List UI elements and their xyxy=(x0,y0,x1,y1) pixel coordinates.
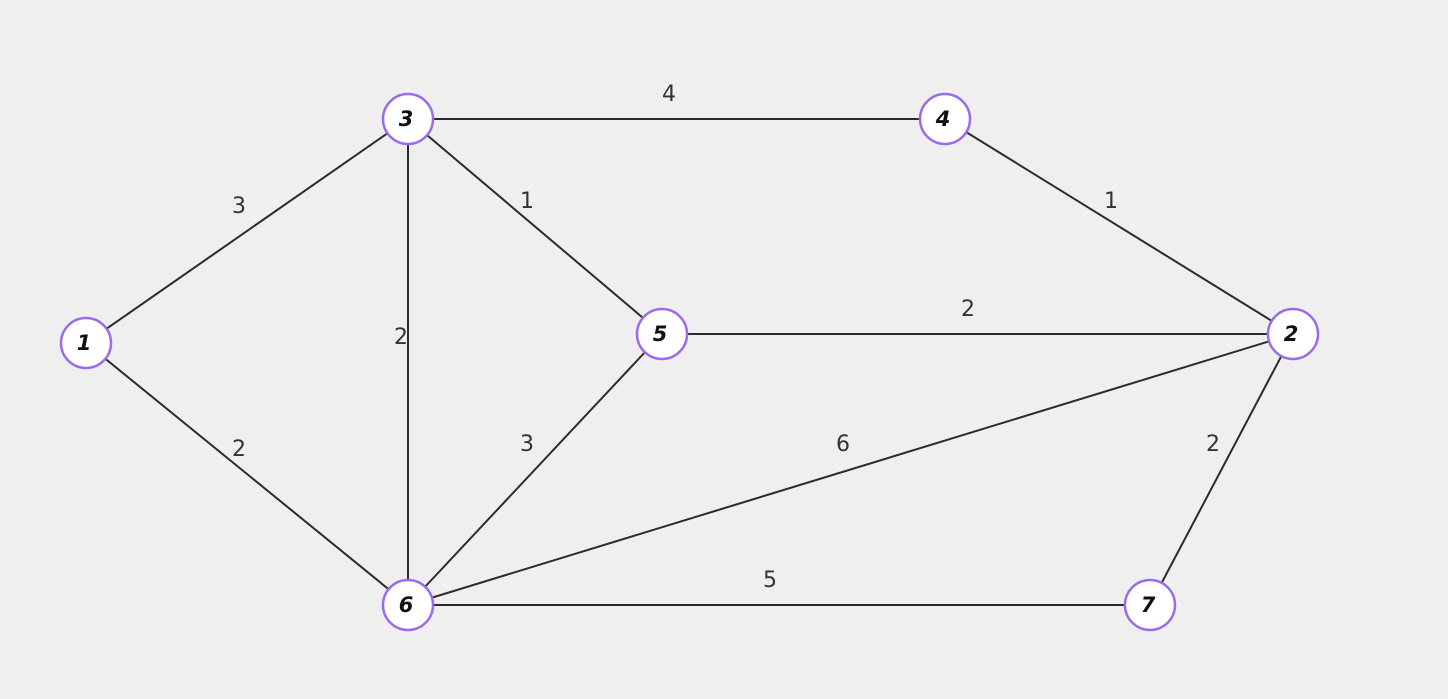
node-3: 3 xyxy=(381,92,435,146)
node-6: 6 xyxy=(381,578,435,632)
edge-weight-5-2: 2 xyxy=(961,297,975,322)
node-2: 2 xyxy=(1266,307,1320,361)
node-circle-6 xyxy=(381,578,435,632)
edge-2-7 xyxy=(1149,333,1294,606)
edge-1-3 xyxy=(85,118,409,344)
edge-5-6 xyxy=(407,333,663,606)
edge-weight-3-5: 1 xyxy=(520,189,534,214)
node-circle-2 xyxy=(1266,307,1320,361)
node-label-7: 7 xyxy=(1141,593,1156,617)
node-7: 7 xyxy=(1123,578,1177,632)
edge-weight-5-6: 3 xyxy=(520,432,534,457)
edge-6-2 xyxy=(407,333,1294,606)
edge-1-6 xyxy=(85,342,409,606)
edge-weight-1-6: 2 xyxy=(232,437,246,462)
node-5: 5 xyxy=(635,307,689,361)
edge-weight-1-3: 3 xyxy=(232,194,246,219)
edges-layer xyxy=(85,118,1294,606)
node-label-6: 6 xyxy=(399,593,414,617)
node-label-2: 2 xyxy=(1284,322,1299,346)
node-1: 1 xyxy=(59,316,113,370)
nodes-layer: 1 2 3 4 5 6 7 xyxy=(59,92,1320,632)
node-label-5: 5 xyxy=(653,322,668,346)
edge-labels-layer: 3 2 4 1 2 1 2 3 6 5 2 xyxy=(232,82,1220,593)
edge-4-2 xyxy=(944,118,1294,335)
node-label-1: 1 xyxy=(77,331,92,355)
edge-weight-3-6: 2 xyxy=(394,325,408,350)
node-circle-3 xyxy=(381,92,435,146)
edge-weight-2-7: 2 xyxy=(1206,432,1220,457)
node-label-4: 4 xyxy=(935,107,951,131)
node-circle-5 xyxy=(635,307,689,361)
edge-weight-4-2: 1 xyxy=(1104,189,1118,214)
node-4: 4 xyxy=(918,92,972,146)
node-circle-1 xyxy=(59,316,113,370)
edge-weight-6-7: 5 xyxy=(763,568,777,593)
node-circle-7 xyxy=(1123,578,1177,632)
edge-weight-6-2: 6 xyxy=(836,432,850,457)
node-label-3: 3 xyxy=(399,107,414,131)
edge-weight-3-4: 4 xyxy=(662,82,676,107)
node-circle-4 xyxy=(918,92,972,146)
edge-3-5 xyxy=(407,118,663,335)
